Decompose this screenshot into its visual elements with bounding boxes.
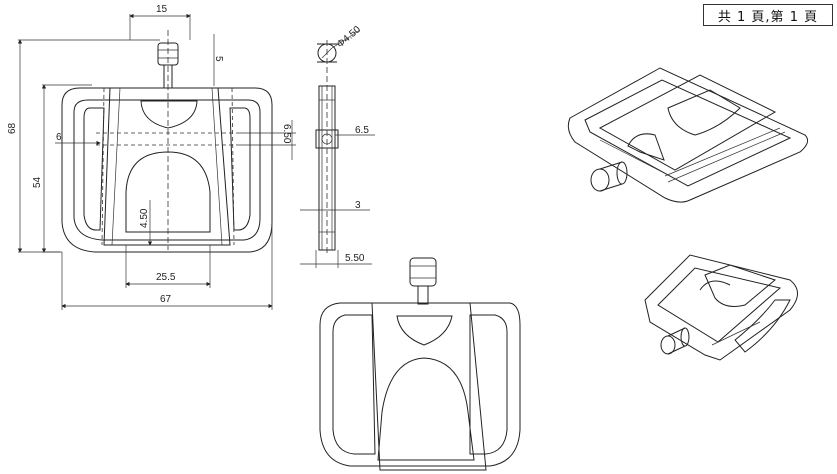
dim-side-slot: 3 — [355, 200, 361, 211]
dim-bottom-slot: 4.50 — [139, 208, 150, 228]
dim-overall-width: 67 — [160, 294, 172, 305]
isometric-view-small — [644, 254, 798, 361]
dim-bottom-width: 25.5 — [156, 272, 176, 283]
isometric-view-large — [567, 67, 809, 203]
dim-slot-height: 6.50 — [281, 124, 292, 144]
side-view — [315, 40, 339, 256]
sheet-number-label: 共 1 頁,第 1 頁 — [703, 4, 833, 26]
dim-top-width: 15 — [156, 4, 168, 15]
enlarged-front-view — [319, 257, 521, 471]
dim-hole-diameter: Φ4.50 — [335, 24, 363, 50]
front-dimensions: 15 5 68 54 6 6.50 4.50 25.5 67 — [7, 4, 296, 310]
dim-side-total: 5.50 — [345, 253, 365, 264]
dim-side-gap: 6 — [56, 132, 62, 143]
dim-overall-height: 68 — [7, 122, 18, 134]
dim-side-thickness: 6.5 — [355, 125, 369, 136]
dim-right-small: 5 — [213, 56, 224, 62]
dim-inner-height: 54 — [32, 176, 43, 188]
front-view — [61, 30, 273, 253]
